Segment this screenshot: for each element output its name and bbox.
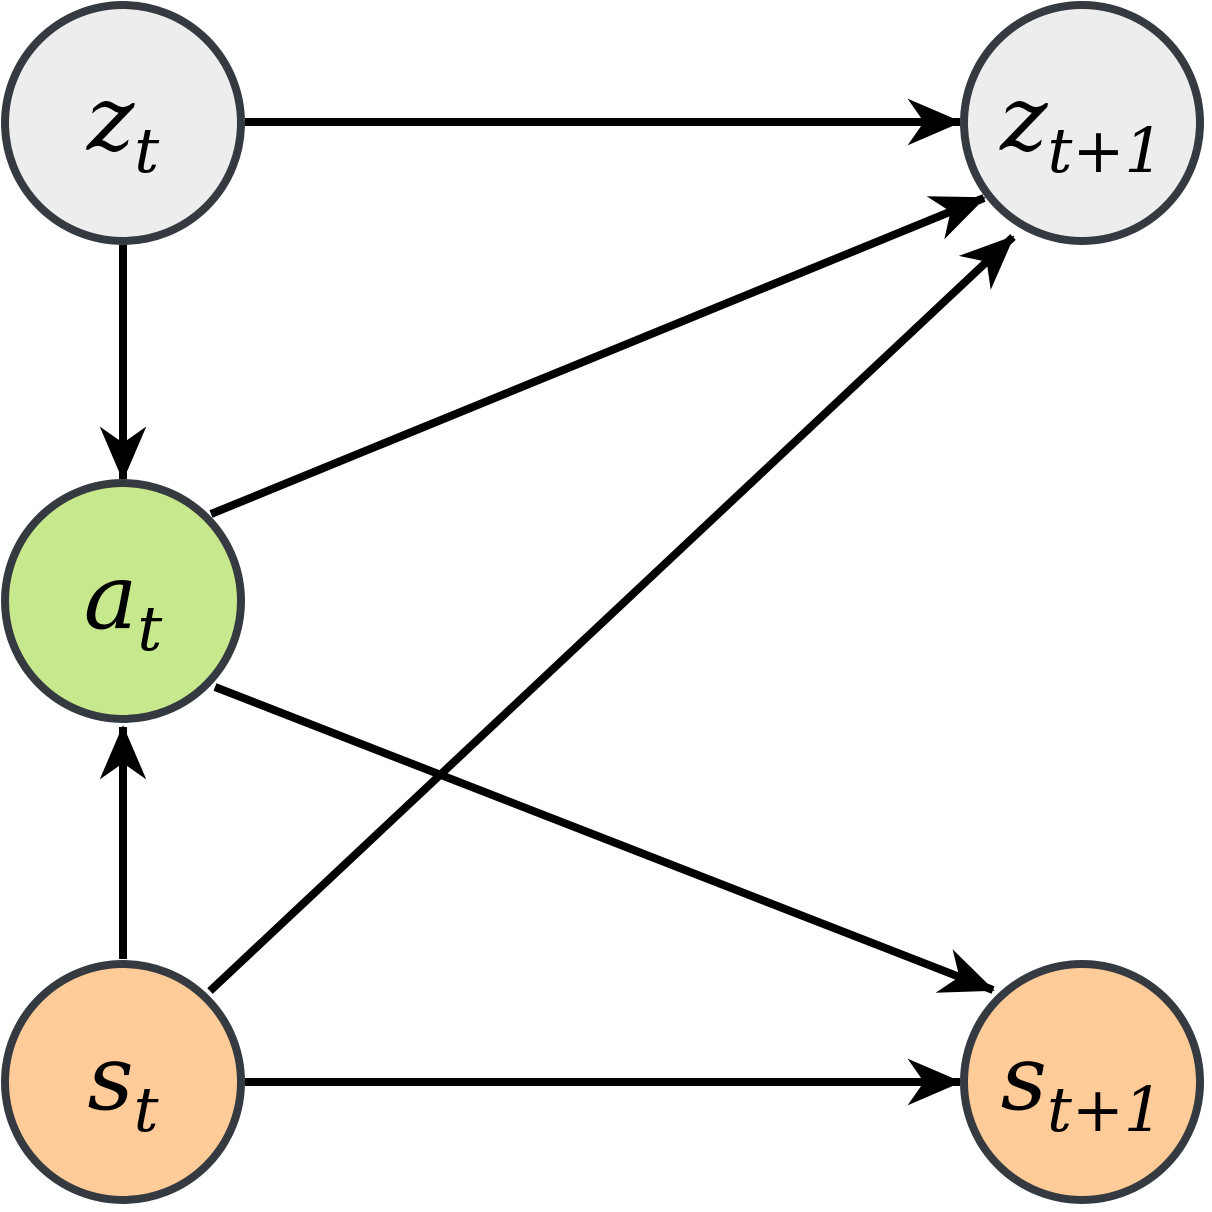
node-circle-z_t <box>1 1 245 245</box>
node-z_t: zt <box>1 1 245 245</box>
node-label-sub-s_t1: t+1 <box>1047 1073 1163 1146</box>
node-label-z_t1: zt+1 <box>999 67 1164 187</box>
node-label-main-s_t1: s <box>1001 1026 1047 1131</box>
node-circle-s_t <box>1 960 245 1204</box>
node-label-z_t: zt <box>86 67 159 187</box>
node-label-sub-z_t1: t+1 <box>1048 114 1164 187</box>
node-circle-a_t <box>1 479 245 723</box>
node-label-sub-s_t: t <box>134 1073 159 1146</box>
node-label-sub-a_t: t <box>137 592 162 665</box>
node-s_t1: st+1 <box>960 960 1204 1204</box>
node-label-main-s_t: s <box>87 1026 133 1131</box>
edge-s_t-to-z_t1 <box>207 234 1016 994</box>
edge-a_t-to-s_t1 <box>213 683 995 994</box>
node-label-main-z_t: z <box>86 67 135 172</box>
edge-a_t-to-z_t1 <box>209 194 986 518</box>
edges-layer <box>99 98 1016 1106</box>
node-label-main-a_t: a <box>84 545 138 650</box>
node-circle-s_t1 <box>960 960 1204 1204</box>
node-a_t: at <box>1 479 245 723</box>
node-label-s_t: st <box>87 1026 158 1146</box>
node-z_t1: zt+1 <box>960 1 1204 245</box>
node-label-main-z_t1: z <box>999 67 1048 172</box>
node-label-s_t1: st+1 <box>1001 1026 1164 1146</box>
node-label-a_t: at <box>84 545 163 665</box>
node-s_t: st <box>1 960 245 1204</box>
node-circle-z_t1 <box>960 1 1204 245</box>
node-label-sub-z_t: t <box>134 114 159 187</box>
